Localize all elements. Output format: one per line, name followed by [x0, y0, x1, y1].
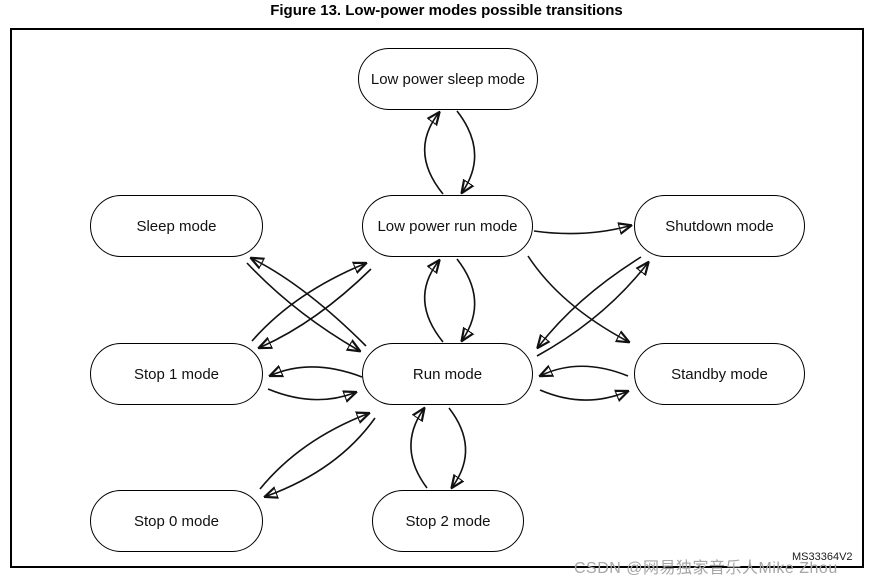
- edge-stop0-to-run: [259, 414, 367, 490]
- node-stop-2-mode: Stop 2 mode: [372, 490, 524, 552]
- edge-sleep-to-run: [246, 262, 358, 350]
- edge-run-to-stop0: [267, 417, 376, 496]
- edge-stop1-to-lprun: [251, 264, 364, 342]
- node-stop-0-mode: Stop 0 mode: [90, 490, 263, 552]
- edge-run-to-standby: [539, 389, 626, 400]
- node-shutdown-mode: Shutdown mode: [634, 195, 805, 257]
- edge-standby-to-run: [542, 366, 629, 376]
- edge-lprun-to-run: [456, 258, 476, 339]
- edge-run-to-stop2: [448, 407, 467, 486]
- edge-lprun-to-lpsleep: [423, 114, 444, 195]
- node-sleep-mode: Sleep mode: [90, 195, 263, 257]
- edge-stop1-to-run: [267, 388, 354, 400]
- edge-run-to-stop1: [272, 367, 363, 378]
- node-stop-1-mode: Stop 1 mode: [90, 343, 263, 405]
- edge-stop2-to-run: [410, 410, 428, 489]
- figure-title: Figure 13. Low-power modes possible tran…: [270, 2, 623, 19]
- node-run-mode: Run mode: [362, 343, 533, 405]
- node-low-power-sleep-mode: Low power sleep mode: [358, 48, 538, 110]
- edge-shutdown-to-run: [539, 256, 642, 346]
- figure-id-label: MS33364V2: [792, 551, 853, 563]
- edge-lpsleep-to-lprun: [456, 110, 476, 191]
- edge-lprun-to-shutdown: [533, 226, 629, 234]
- node-standby-mode: Standby mode: [634, 343, 805, 405]
- node-low-power-run-mode: Low power run mode: [362, 195, 533, 257]
- edge-lprun-to-stop1: [261, 268, 372, 347]
- edge-run-to-lprun: [423, 262, 444, 343]
- figure-frame: [10, 28, 864, 568]
- edge-run-to-shutdown: [536, 264, 647, 357]
- edge-lprun-to-standby: [527, 255, 627, 341]
- edge-run-to-sleep: [253, 259, 367, 347]
- csdn-watermark: CSDN @网易独家音乐人Mike Zhou: [574, 560, 838, 577]
